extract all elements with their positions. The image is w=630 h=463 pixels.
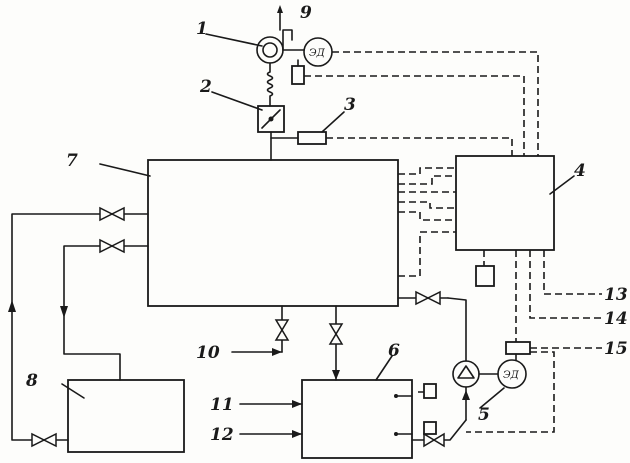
label-11: 11 bbox=[210, 395, 234, 415]
dash-output-14 bbox=[529, 250, 602, 319]
input-arrow-11 bbox=[292, 400, 302, 408]
tank8-inlet-arrow bbox=[60, 306, 68, 318]
fan-outlet bbox=[282, 29, 293, 51]
valve-tank6-a bbox=[423, 432, 436, 448]
leader-5 bbox=[479, 387, 505, 409]
input-arrow-10 bbox=[272, 348, 282, 356]
dash-output-13 bbox=[543, 250, 602, 295]
main-vessel-7 bbox=[147, 159, 399, 307]
label-6: 6 bbox=[388, 341, 400, 361]
label-8: 8 bbox=[25, 371, 38, 391]
valve-10-a bbox=[274, 319, 290, 332]
label-5: 5 bbox=[478, 405, 490, 425]
valve-top-left-a bbox=[99, 206, 114, 222]
label-10: 10 bbox=[196, 343, 220, 363]
valve-6-b bbox=[328, 332, 344, 345]
vessel-to-tank8-line bbox=[63, 245, 149, 381]
valve-6-a bbox=[328, 323, 344, 336]
label-15: 15 bbox=[604, 339, 628, 359]
leader-7 bbox=[99, 163, 151, 177]
label-12: 12 bbox=[210, 425, 234, 445]
control-unit-4 bbox=[455, 155, 555, 251]
dash-vessel-4-d bbox=[398, 201, 456, 209]
valve-right-a bbox=[415, 290, 430, 306]
fan-inner bbox=[262, 42, 278, 58]
pump-inlet-arrow bbox=[462, 390, 470, 400]
label-3: 3 bbox=[344, 95, 356, 115]
input-arrow-12 bbox=[292, 430, 302, 438]
spring-connector bbox=[266, 62, 274, 107]
pump-element bbox=[452, 360, 480, 388]
dash-fansensor-to-4 bbox=[304, 75, 525, 156]
motor-bottom bbox=[497, 359, 527, 389]
fan-element-1 bbox=[256, 36, 284, 64]
valve-tank8-b bbox=[42, 432, 57, 448]
leader-1 bbox=[205, 33, 263, 47]
motor-bottom-label: ЭД bbox=[503, 370, 520, 381]
dash-vessel-4-f bbox=[398, 231, 456, 277]
leader-4 bbox=[549, 175, 575, 195]
pump-to-vessel-line bbox=[447, 297, 467, 362]
pump-symbol bbox=[457, 365, 475, 379]
label-2: 2 bbox=[199, 77, 212, 97]
dash-to-tank6-sensor bbox=[466, 351, 555, 433]
pump-sensor-box bbox=[505, 341, 531, 355]
valve-mid-left-a bbox=[99, 238, 114, 254]
motor-top-label: ЭД bbox=[309, 48, 326, 59]
dash-sensor3-to-4 bbox=[326, 137, 513, 156]
leader-6 bbox=[375, 355, 393, 381]
label-1: 1 bbox=[196, 19, 208, 39]
dash-vessel-4-e bbox=[398, 211, 456, 221]
valve-top-left-b bbox=[110, 206, 125, 222]
label-14: 14 bbox=[604, 309, 628, 329]
dash-motor-to-4 bbox=[332, 51, 539, 156]
tank-6 bbox=[301, 379, 413, 459]
valve-mid-left-b bbox=[110, 238, 125, 254]
filter-center-dot bbox=[268, 116, 274, 122]
valve-10-b bbox=[274, 328, 290, 341]
valve-tank8-a bbox=[31, 432, 46, 448]
exhaust-arrow-9 bbox=[277, 5, 283, 13]
dash-vessel-4-a bbox=[398, 167, 456, 175]
fan-sensor-box bbox=[291, 65, 305, 85]
return-loop-arrow bbox=[8, 300, 16, 312]
tank-8 bbox=[67, 379, 185, 453]
label-4: 4 bbox=[574, 161, 586, 181]
valve-tank6-b bbox=[432, 432, 445, 448]
tank6-sensor-bottom bbox=[423, 421, 437, 435]
label-13: 13 bbox=[604, 285, 628, 305]
dash-vessel-4-b bbox=[398, 175, 456, 185]
sensor-box-under-4 bbox=[475, 265, 495, 287]
tank6-inlet-arrow bbox=[332, 370, 340, 380]
leader-2 bbox=[211, 91, 263, 111]
tank6-probe-top-dot bbox=[394, 394, 398, 398]
leader-8 bbox=[61, 383, 85, 399]
leader-3 bbox=[321, 111, 345, 133]
label-9: 9 bbox=[300, 3, 312, 23]
tank6-sensor-top bbox=[423, 383, 437, 399]
tank6-probe-bottom-dot bbox=[394, 432, 398, 436]
label-7: 7 bbox=[66, 151, 78, 171]
sensor-element-3 bbox=[297, 131, 327, 145]
valve-right-b bbox=[426, 290, 441, 306]
